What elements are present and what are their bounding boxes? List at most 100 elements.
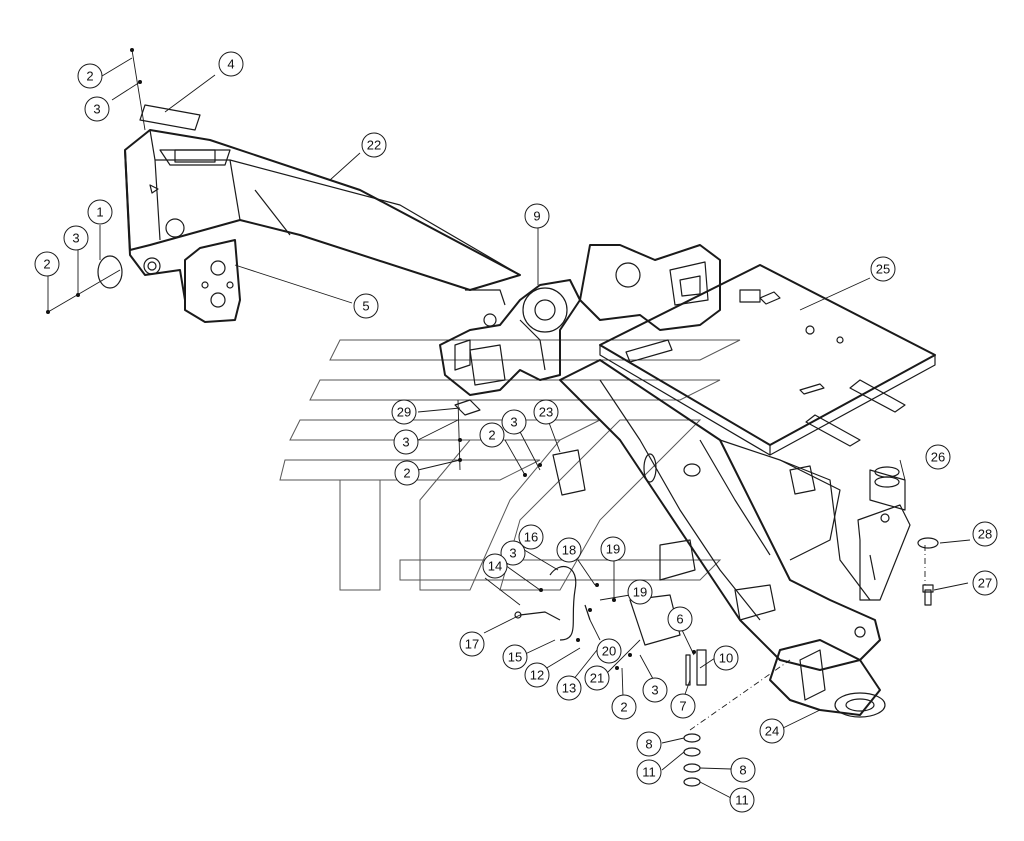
part-callout-10: 10 (713, 645, 739, 671)
part-callout-6: 6 (667, 606, 693, 632)
callout-circle (611, 694, 637, 720)
part-callout-3: 3 (393, 429, 419, 455)
callout-circle (394, 460, 420, 486)
part-callout-2: 2 (611, 694, 637, 720)
platform-frame (599, 264, 936, 456)
part-callout-28: 28 (972, 521, 998, 547)
part-callout-2: 2 (77, 63, 103, 89)
callout-circle (361, 132, 387, 158)
callout-label: 11 (735, 793, 749, 808)
part-callout-1: 1 (87, 199, 113, 225)
callout-circle (636, 759, 662, 785)
callout-circle (759, 718, 785, 744)
part-callout-24: 24 (759, 718, 785, 744)
callout-label: 2 (403, 466, 410, 481)
callout-label: 3 (651, 683, 658, 698)
callout-label: 7 (679, 699, 686, 714)
callout-circle (972, 521, 998, 547)
callout-circle (479, 422, 505, 448)
callout-label: 9 (533, 209, 540, 224)
part-callout-16: 16 (518, 524, 544, 550)
part-callout-15: 15 (502, 644, 528, 670)
part-callout-19: 19 (600, 536, 626, 562)
washer (917, 537, 939, 549)
callout-circle (600, 536, 626, 562)
end-cap (97, 255, 123, 289)
callout-circle (218, 51, 244, 77)
callout-circle (870, 256, 896, 282)
callout-circle (556, 675, 582, 701)
part-callout-29: 29 (391, 399, 417, 425)
small-plate-29 (454, 399, 481, 416)
callout-circle (501, 409, 527, 435)
callout-label: 23 (539, 405, 553, 420)
callout-circle (730, 757, 756, 783)
callout-label: 13 (562, 681, 576, 696)
pivot-tower (579, 244, 721, 331)
part-callout-12: 12 (524, 662, 550, 688)
part-callout-27: 27 (972, 570, 998, 596)
part-callout-11: 11 (636, 759, 662, 785)
callout-label: 2 (488, 428, 495, 443)
callout-circle (459, 631, 485, 657)
callout-circle (670, 693, 696, 719)
part-callout-21: 21 (584, 665, 610, 691)
callout-circle (642, 677, 668, 703)
callout-label: 14 (488, 559, 502, 574)
part-callout-3: 3 (500, 540, 526, 566)
callout-label: 3 (509, 546, 516, 561)
swivel-base (769, 639, 886, 718)
part-callout-25: 25 (870, 256, 896, 282)
callout-label: 19 (633, 585, 647, 600)
callout-label: 8 (645, 737, 652, 752)
callout-circle (596, 638, 622, 664)
callout-circle (87, 199, 113, 225)
part-callout-19: 19 (627, 579, 653, 605)
callout-label: 24 (765, 724, 779, 739)
callout-label: 2 (620, 700, 627, 715)
callout-label: 28 (978, 527, 992, 542)
part-callout-20: 20 (596, 638, 622, 664)
part-callout-8: 8 (730, 757, 756, 783)
part-callout-2: 2 (479, 422, 505, 448)
callout-label: 22 (367, 138, 381, 153)
callout-label: 12 (530, 668, 544, 683)
part-callout-3: 3 (63, 225, 89, 251)
callout-circle (77, 63, 103, 89)
callout-circle (391, 399, 417, 425)
callout-circle (63, 225, 89, 251)
part-callout-5: 5 (353, 293, 379, 319)
callout-label: 26 (931, 450, 945, 465)
callout-label: 17 (465, 637, 479, 652)
part-callout-11: 11 (729, 787, 755, 813)
part-callout-9: 9 (524, 203, 550, 229)
callout-label: 20 (602, 644, 616, 659)
part-callout-26: 26 (925, 444, 951, 470)
callout-circle (667, 606, 693, 632)
callout-circle (584, 665, 610, 691)
shield-plate (629, 594, 681, 646)
callout-label: 4 (227, 57, 234, 72)
callout-label: 3 (402, 435, 409, 450)
callout-label: 6 (676, 612, 683, 627)
callout-label: 1 (96, 205, 103, 220)
callout-label: 3 (93, 102, 100, 117)
callout-label: 18 (562, 543, 576, 558)
callout-label: 5 (362, 299, 369, 314)
hose-assembly (514, 566, 591, 641)
part-callout-18: 18 (556, 537, 582, 563)
callout-circle (533, 399, 559, 425)
part-callout-3: 3 (501, 409, 527, 435)
callout-label: 2 (86, 69, 93, 84)
fastener-dots (46, 48, 696, 670)
part-callout-13: 13 (556, 675, 582, 701)
callout-circle (34, 251, 60, 277)
callout-circle (524, 662, 550, 688)
callout-circle (556, 537, 582, 563)
callout-circle (925, 444, 951, 470)
callout-label: 3 (72, 231, 79, 246)
cover-plate (139, 104, 201, 131)
small-plate (552, 449, 586, 496)
callout-circle (482, 553, 508, 579)
callout-label: 29 (397, 405, 411, 420)
